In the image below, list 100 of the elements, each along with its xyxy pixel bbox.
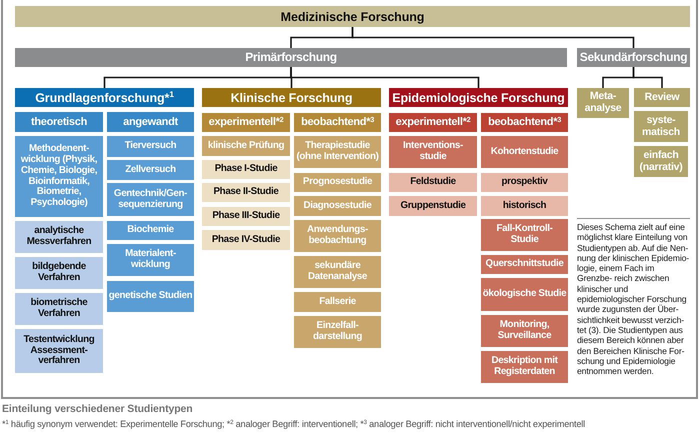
study-type-label: Therapiestudie (ohne Intervention) [295, 141, 380, 163]
field-title: Grundlagenforschung*$^{1}$ [35, 90, 174, 104]
approach-box [294, 113, 381, 132]
approach-title: beobachtend*$^{3}$ [488, 116, 561, 129]
study-type-box [107, 221, 194, 240]
field-title: Klinische Forschung [230, 90, 352, 104]
study-type-label: Fallserie [319, 296, 356, 308]
study-type-label: Anwendungs- beobachtung [306, 225, 369, 247]
review-type-box [634, 111, 688, 142]
study-subtype-box [481, 173, 568, 192]
review-type-box [634, 88, 690, 107]
approach-title: experimentell*$^{2}$ [396, 116, 470, 129]
review-type-label: Meta- analyse [584, 91, 622, 115]
study-type-box [15, 136, 103, 217]
review-type-label: einfach (narrativ) [638, 150, 684, 174]
footnote-text: *$^{1}$ häufig synonym verwendet: Experimentelle Forschung; *$^{2}$ analoger Begriff: interventionell; *$^{3}$ analoger Begriff: nicht interventionell/nicht experimentell [2, 418, 586, 430]
study-subtype-label: bildgebende Verfahren [31, 262, 87, 284]
study-subtype-box [15, 293, 103, 325]
study-subtype-box [389, 173, 477, 192]
study-subtype-box [202, 230, 290, 250]
study-type-label: Gentechnik/Gen- sequenzierung [112, 188, 188, 210]
study-type-box [107, 183, 194, 216]
connector-line [352, 27, 634, 48]
study-type-label: Einzelfall- darstellung [312, 321, 363, 343]
study-type-label: Interventions- studie [402, 141, 464, 163]
branch-box [15, 48, 567, 67]
study-type-label: Deskription mit Registerdaten [490, 356, 559, 378]
study-type-box [481, 278, 568, 311]
review-type-label: Review [644, 92, 680, 104]
study-type-box [389, 136, 477, 168]
study-type-box [294, 136, 381, 168]
study-type-box [202, 136, 290, 156]
review-type-label: syste- matisch [641, 114, 681, 138]
study-subtype-label: analytische Messverfahren [26, 226, 92, 248]
study-subtype-label: Feldstudie [410, 177, 456, 188]
study-subtype-label: biometrische Verfahren [30, 298, 88, 320]
review-type-box [577, 88, 629, 118]
study-type-label: Zellversuch [125, 164, 176, 176]
study-type-box [294, 256, 381, 288]
study-type-label: Querschnittstudie [486, 259, 564, 270]
study-type-label: Biochemie [127, 225, 174, 236]
study-type-label: Methodenent- wicklung (Physik, Chemie, Biologie, Bioinformatik, Biometrie, Psychologie) [20, 144, 98, 210]
study-type-box [107, 160, 194, 180]
study-type-label: genetische Studien [108, 291, 192, 302]
approach-title: experimentell*$^{2}$ [208, 116, 284, 129]
study-type-label: Fall-Kontroll- Studie [495, 224, 554, 246]
study-type-box [107, 244, 194, 276]
study-type-box [107, 136, 194, 157]
study-subtype-box [202, 183, 290, 202]
study-type-box [107, 281, 194, 312]
study-subtype-box [15, 257, 103, 289]
study-type-label: sekundäre Datenanalyse [307, 261, 368, 283]
study-type-label: Tierversuch [124, 141, 176, 152]
study-type-box [481, 219, 568, 251]
connector-line [632, 67, 663, 88]
study-subtype-box [15, 221, 103, 253]
explanatory-note: Dieses Schema zielt auf eine möglichst klare Einteilung von Studientypen ab. Auf die Nen- nung der klinischen Epidemio- logie, einem Fach im Grenzbe- reich zwischen klinischer und epidemiologischer Forschung wurde zugunsten der Über- sichtlichkeit bewusst verzich- tet (3). Die Studientypen aus diesem Bereich können aber den Bereichen Klinische For- schung und Epidemiologie entnommen werden. [577, 222, 690, 376]
topic-box [15, 6, 690, 27]
study-type-box [294, 220, 381, 252]
approach-title: angewandt [123, 116, 178, 128]
approach-box [389, 113, 477, 132]
approach-box [107, 112, 194, 132]
study-subtype-label: Phase III-Studie [212, 211, 280, 222]
study-subtype-label: historisch [502, 200, 546, 212]
study-type-box [481, 255, 568, 274]
study-type-label: klinische Prüfung [208, 140, 284, 152]
branch-title: Primärforschung [245, 50, 337, 64]
study-type-label: Kohortenstudie [490, 146, 558, 158]
study-type-box [294, 292, 381, 312]
study-subtype-box [202, 207, 290, 226]
study-type-box [481, 351, 568, 383]
approach-title: theoretisch [31, 116, 87, 128]
study-type-box [481, 315, 568, 347]
study-subtype-box [202, 160, 290, 179]
study-type-label: Materialent- wicklung [124, 249, 177, 271]
study-type-label: Monitoring, Surveillance [496, 320, 552, 342]
approach-box [202, 113, 290, 132]
approach-title: beobachtend*$^{3}$ [301, 116, 374, 129]
study-subtype-label: Testentwicklung Assessment- verfahren [22, 334, 96, 368]
study-type-label: Prognosestudie [302, 177, 372, 188]
topic-title: Medizinische Forschung [280, 10, 424, 24]
approach-box [481, 113, 568, 132]
study-subtype-box [481, 196, 568, 216]
field-header-box [15, 88, 194, 107]
study-type-label: Diagnosestudie [303, 200, 372, 212]
study-subtype-box [15, 329, 103, 373]
study-type-box [481, 136, 568, 168]
connector-line [290, 67, 480, 88]
branch-title: Sekundärforschung [580, 50, 688, 64]
study-type-label: ökologische Studie [482, 289, 566, 300]
review-type-box [634, 146, 688, 177]
field-title: Epidemiologische Forschung [392, 90, 565, 104]
field-header-box [389, 88, 568, 107]
study-type-box [294, 316, 381, 348]
field-header-box [202, 88, 381, 107]
study-subtype-label: Phase I-Studie [214, 164, 278, 175]
study-type-box [294, 173, 381, 192]
approach-box [15, 112, 103, 132]
study-subtype-label: prospektiv [501, 177, 548, 188]
study-subtype-label: Gruppenstudie [400, 200, 466, 212]
